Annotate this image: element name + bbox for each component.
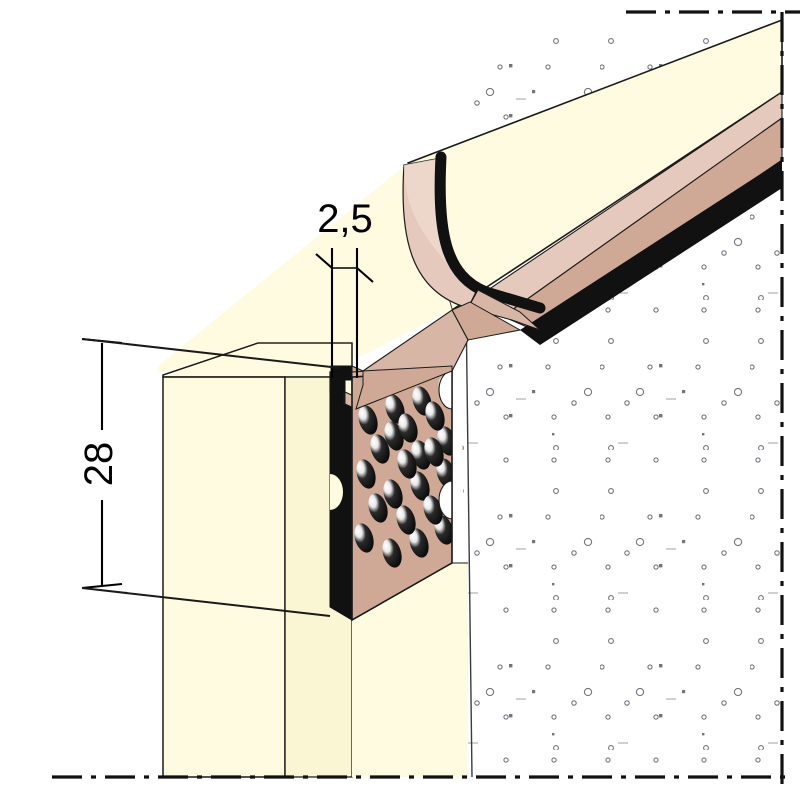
curved-bead [355,151,546,410]
leader-lines [81,338,341,617]
boundary-chain-lines [52,10,800,790]
dimension-label-thickness: 2,5 [317,197,373,241]
dimension-thickness [315,248,374,378]
wall-face-line [465,299,473,778]
perforated-flange [329,365,453,622]
perforation-grid [354,375,452,568]
leader-bottom [81,587,331,617]
plasterboard-block [162,342,353,778]
dimension-label-height: 28 [77,442,121,487]
tick-bottom [81,582,123,590]
flange-edge-notches [438,370,453,520]
leader-top [81,338,341,369]
